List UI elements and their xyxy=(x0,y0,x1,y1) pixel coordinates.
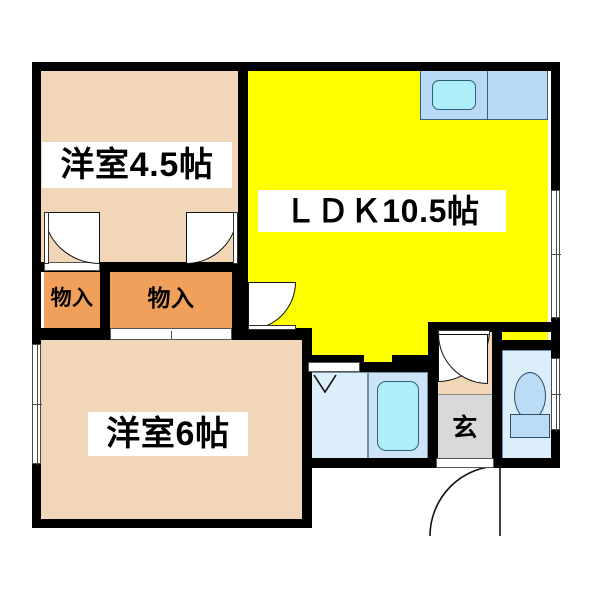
closet-small-opening[interactable] xyxy=(44,262,100,271)
room6-closet-slider[interactable] xyxy=(110,328,232,340)
wall-bottom-entry xyxy=(428,458,560,468)
closet-large-door-leaf[interactable] xyxy=(233,212,238,264)
wall-ldk-bottom-right xyxy=(392,355,436,365)
wash-basin-icon xyxy=(313,374,337,394)
label-entrance: 玄 xyxy=(452,413,478,442)
room6-west-window[interactable] xyxy=(32,344,42,465)
ldk-east-window[interactable] xyxy=(551,190,561,319)
bath-tub xyxy=(377,381,419,451)
wall-right-lower xyxy=(551,430,560,468)
toilet-east-window[interactable] xyxy=(551,358,561,431)
kitchen-counter-divider xyxy=(487,70,488,120)
washroom-door-opening[interactable] xyxy=(308,362,360,372)
wall-hall-left xyxy=(428,322,438,468)
wall-water-bottom xyxy=(302,458,436,468)
label-room-4-5: 洋室4.5帖 xyxy=(42,142,232,188)
wall-ldk-left-lower xyxy=(232,262,248,332)
kitchen-sink xyxy=(432,80,476,110)
wall-ldk-bottom-left xyxy=(302,355,364,365)
wall-top xyxy=(32,62,560,71)
closet-small-door-leaf[interactable] xyxy=(44,212,49,264)
wall-room45-bottom xyxy=(32,262,242,272)
room45-entry-door-leaf[interactable] xyxy=(248,325,296,330)
wall-left-upper xyxy=(32,62,41,332)
front-door[interactable] xyxy=(428,464,504,540)
wall-ldk-bottom-hall xyxy=(428,322,560,332)
wall-water-top xyxy=(302,362,436,372)
wall-ldk-left-upper xyxy=(238,62,248,272)
wall-right-upper xyxy=(551,62,560,190)
closet-large-floor xyxy=(110,270,232,328)
label-closet-small: 物入 xyxy=(50,286,94,310)
closet-small-floor xyxy=(44,272,100,328)
wall-toilet-top xyxy=(492,340,560,350)
front-door-threshold[interactable] xyxy=(436,458,494,468)
wall-right-mid xyxy=(551,318,560,358)
toilet-tank xyxy=(510,414,550,438)
toilet-bowl xyxy=(514,372,546,420)
wall-washroom-left xyxy=(302,362,310,468)
label-closet-large: 物入 xyxy=(147,284,195,311)
wall-genkan-right xyxy=(492,332,502,468)
wall-bottom-room6 xyxy=(32,519,312,528)
label-ldk: ＬＤＫ10.5帖 xyxy=(258,190,506,232)
wall-closet-divider xyxy=(100,262,110,332)
washroom-floor xyxy=(308,372,368,460)
label-room-6: 洋室6帖 xyxy=(88,412,248,456)
